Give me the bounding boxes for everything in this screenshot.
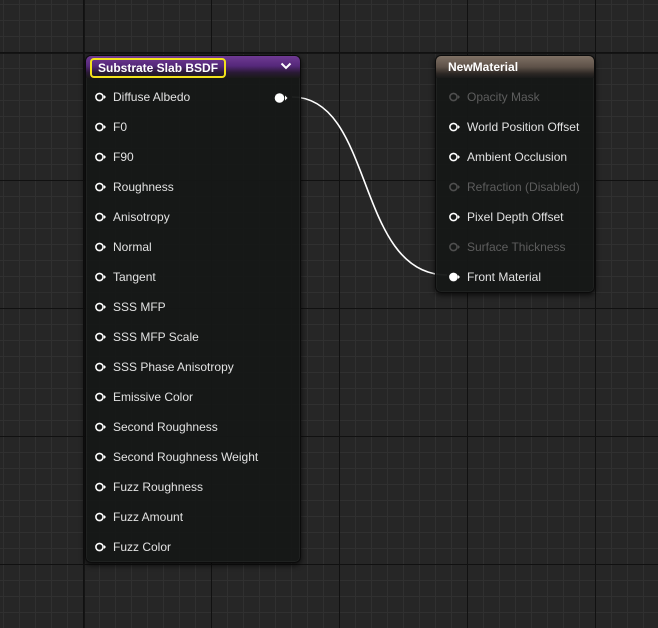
input-pin-row[interactable]: Opacity Mask [449,87,540,107]
input-pin-row[interactable]: Ambient Occlusion [449,147,567,167]
pin-label: Second Roughness [113,420,218,434]
pin-label: Tangent [113,270,156,284]
pin-label: Opacity Mask [467,90,540,104]
pin-label: Surface Thickness [467,240,566,254]
input-pin-icon[interactable] [95,422,106,432]
pin-label: Fuzz Amount [113,510,184,524]
input-pin-row[interactable]: Refraction (Disabled) [449,177,580,197]
input-pin-row[interactable]: F0 [95,117,127,137]
input-pin-row[interactable]: Second Roughness Weight [95,447,258,467]
input-pin-icon[interactable] [95,152,106,162]
input-pin-row[interactable]: Pixel Depth Offset [449,207,564,227]
input-pin-icon[interactable] [449,182,460,192]
input-pin-row[interactable]: Fuzz Color [95,537,171,557]
pin-label: Front Material [467,270,542,284]
input-pin-icon[interactable] [95,452,106,462]
pin-label: World Position Offset [467,120,580,134]
input-pin-icon[interactable] [95,242,106,252]
pin-label: Diffuse Albedo [113,90,191,104]
node-header[interactable]: Substrate Slab BSDF [86,56,300,78]
pin-label: F90 [113,150,134,164]
input-pin-icon[interactable] [95,182,106,192]
node-header[interactable]: NewMaterial [436,56,594,78]
chevron-down-icon[interactable] [280,61,292,71]
input-pin-icon[interactable] [95,122,106,132]
input-pin-row[interactable]: Front Material [449,267,541,287]
input-pin-row[interactable]: SSS Phase Anisotropy [95,357,234,377]
output-pin-icon[interactable] [274,91,288,103]
node-title: NewMaterial [448,60,519,74]
input-pin-row[interactable]: Fuzz Amount [95,507,183,527]
connected-pin-icon[interactable] [449,272,460,282]
input-pin-icon[interactable] [95,392,106,402]
input-pin-icon[interactable] [95,512,106,522]
pin-label: Second Roughness Weight [113,450,259,464]
input-pin-icon[interactable] [449,212,460,222]
input-pin-icon[interactable] [449,122,460,132]
input-pin-icon[interactable] [95,362,106,372]
pin-label: SSS MFP Scale [113,330,199,344]
input-pin-icon[interactable] [95,482,106,492]
pin-label: SSS MFP [113,300,166,314]
input-pin-row[interactable]: SSS MFP Scale [95,327,199,347]
input-pin-row[interactable]: Roughness [95,177,174,197]
input-pin-row[interactable]: F90 [95,147,134,167]
pin-label: Fuzz Color [113,540,172,554]
input-pin-icon[interactable] [95,542,106,552]
input-pin-row[interactable]: Surface Thickness [449,237,566,257]
pin-label: Normal [113,240,152,254]
input-pin-icon[interactable] [95,212,106,222]
pin-label: SSS Phase Anisotropy [113,360,234,374]
pin-label: F0 [113,120,128,134]
pin-label: Ambient Occlusion [467,150,568,164]
input-pin-row[interactable]: Diffuse Albedo [95,87,190,107]
input-pin-row[interactable]: SSS MFP [95,297,166,317]
input-pin-row[interactable]: Emissive Color [95,387,193,407]
node-title: Substrate Slab BSDF [90,58,227,78]
input-pin-icon[interactable] [449,152,460,162]
pin-label: Pixel Depth Offset [467,210,564,224]
input-pin-row[interactable]: Anisotropy [95,207,170,227]
input-pin-row[interactable]: Fuzz Roughness [95,477,203,497]
pin-label: Roughness [113,180,174,194]
input-pin-icon[interactable] [95,302,106,312]
input-pin-icon[interactable] [449,242,460,252]
input-pin-icon[interactable] [95,92,106,102]
input-pin-icon[interactable] [95,332,106,342]
input-pin-icon[interactable] [449,92,460,102]
input-pin-row[interactable]: Normal [95,237,152,257]
pin-label: Emissive Color [113,390,194,404]
input-pin-row[interactable]: World Position Offset [449,117,579,137]
pin-label: Fuzz Roughness [113,480,204,494]
input-pin-row[interactable]: Tangent [95,267,156,287]
input-pin-row[interactable]: Second Roughness [95,417,218,437]
pin-label: Anisotropy [113,210,170,224]
input-pin-icon[interactable] [95,272,106,282]
pin-label: Refraction (Disabled) [467,180,580,194]
